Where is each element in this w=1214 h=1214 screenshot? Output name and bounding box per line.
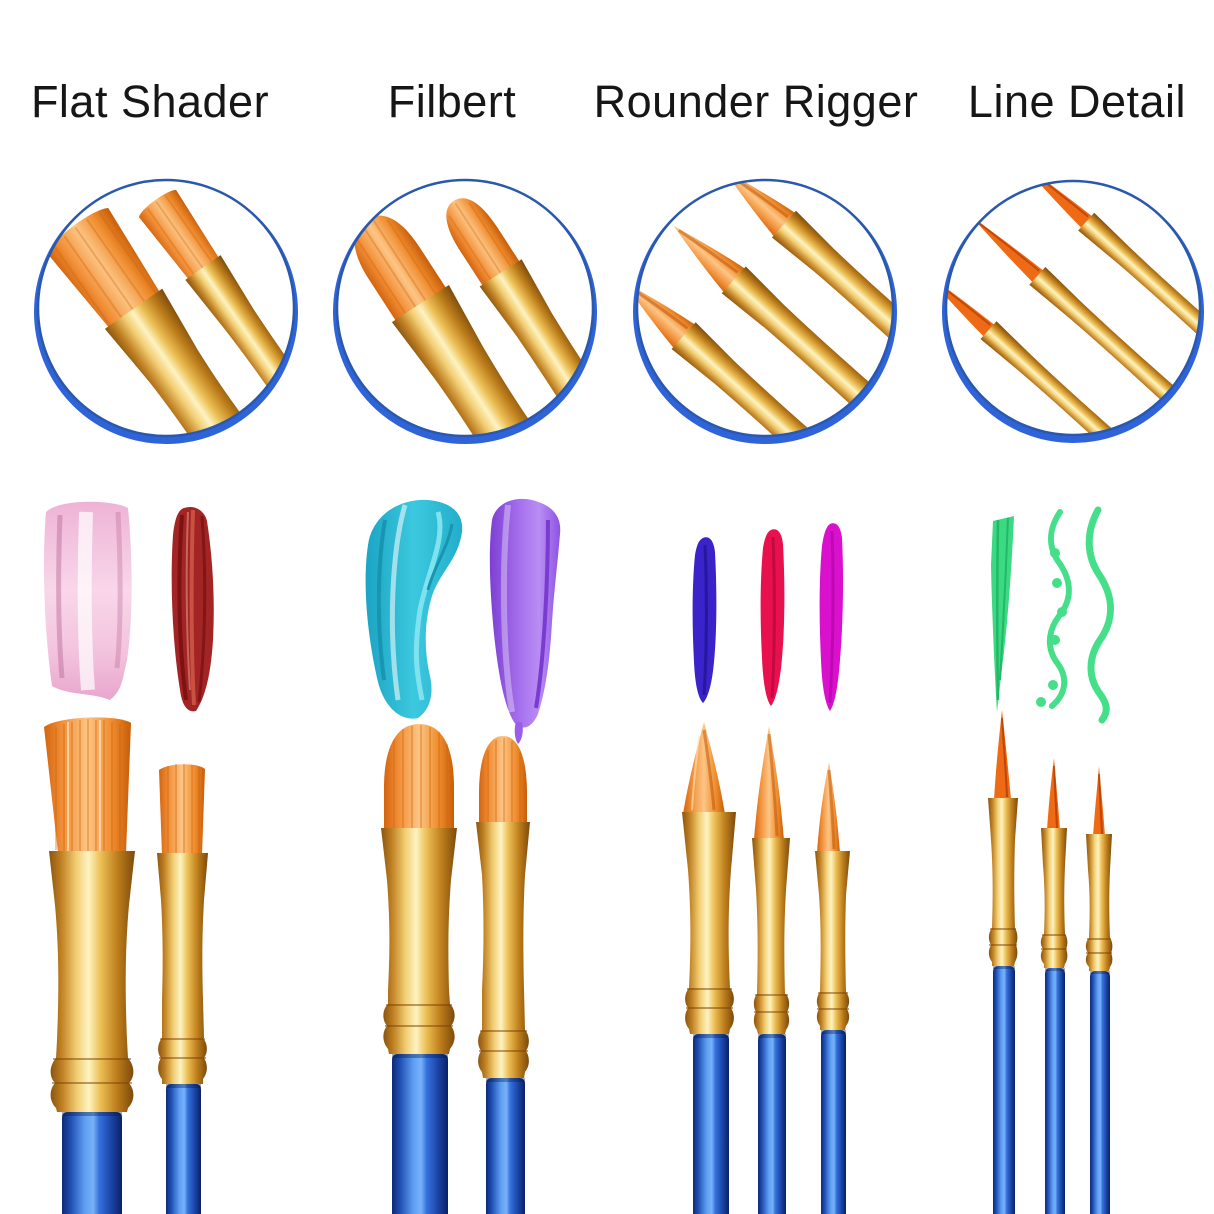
title-rounder-rigger: Rounder Rigger bbox=[593, 76, 919, 127]
brush-handle bbox=[693, 1034, 729, 1214]
brush-ferrule-crimp bbox=[158, 1038, 207, 1084]
brush-handle bbox=[993, 966, 1015, 1214]
liner-brush-medium bbox=[1040, 758, 1068, 1214]
brush-ferrule-crimp bbox=[753, 994, 790, 1034]
paint-swatch-blue-violet bbox=[692, 537, 717, 703]
paint-swatch-green-taper bbox=[991, 516, 1014, 712]
brush-ferrule bbox=[157, 853, 208, 1038]
brush-handle bbox=[821, 1030, 846, 1214]
brush-handle bbox=[392, 1054, 448, 1214]
brush-handle bbox=[1090, 971, 1110, 1214]
brush-handle bbox=[486, 1078, 525, 1214]
flat-shader-detail-circle bbox=[34, 178, 298, 444]
flat-shader-swatches bbox=[44, 501, 214, 712]
title-flat-shader: Flat Shader bbox=[30, 76, 270, 127]
brush-bristles bbox=[479, 736, 527, 824]
brush-ferrule bbox=[1086, 834, 1112, 938]
paint-swatch-green-wavy-dotted bbox=[1036, 509, 1072, 709]
filbert-swatches bbox=[365, 498, 561, 744]
brush-bristles bbox=[44, 717, 131, 853]
rounder-rigger-brushes bbox=[682, 722, 850, 1214]
brush-bristles bbox=[159, 764, 205, 855]
brush-handle bbox=[62, 1112, 122, 1214]
brush-ferrule-crimp bbox=[1085, 938, 1113, 971]
brush-ferrule-crimp bbox=[50, 1058, 134, 1112]
brush-ferrule-crimp bbox=[816, 992, 850, 1030]
liner-brush-small bbox=[1085, 766, 1113, 1214]
flat-brush-small bbox=[157, 764, 208, 1214]
title-filbert: Filbert bbox=[387, 76, 517, 127]
circle-ring bbox=[36, 178, 296, 438]
circle-ring bbox=[335, 178, 595, 438]
filbert-brushes bbox=[381, 724, 530, 1214]
brush-ferrule-crimp bbox=[685, 988, 734, 1034]
paint-swatch-green-wavy bbox=[1085, 506, 1114, 724]
filbert-brush-small bbox=[476, 736, 530, 1214]
brush-ferrule-crimp bbox=[478, 1030, 529, 1078]
paint-swatch-teal bbox=[365, 499, 463, 719]
brush-ferrule bbox=[381, 828, 457, 1004]
title-line-detail: Line Detail bbox=[967, 76, 1187, 127]
brush-ferrule bbox=[815, 851, 850, 992]
circle-ring bbox=[635, 178, 895, 438]
brush-ferrule-crimp bbox=[988, 928, 1018, 966]
brush-ferrule bbox=[682, 812, 736, 988]
rounder-rigger-detail-circle bbox=[633, 178, 897, 444]
line-detail-detail-circle bbox=[942, 179, 1204, 443]
brush-ferrule-crimp bbox=[1040, 934, 1068, 968]
brush-handle bbox=[166, 1084, 201, 1214]
paint-swatch-dark-red bbox=[171, 506, 214, 712]
paint-swatch-magenta bbox=[819, 523, 844, 711]
round-brush-small bbox=[815, 762, 850, 1214]
liner-brush-large bbox=[988, 710, 1018, 1214]
filbert-brush-large bbox=[381, 724, 457, 1214]
line-detail-swatches bbox=[991, 506, 1114, 724]
rounder-rigger-zoom-brushes bbox=[638, 181, 892, 435]
brush-ferrule-crimp bbox=[383, 1004, 455, 1054]
rounder-rigger-swatches bbox=[692, 523, 844, 711]
brush-ferrule bbox=[476, 822, 530, 1030]
flat-shader-brushes bbox=[44, 717, 208, 1214]
brush-handle bbox=[758, 1034, 786, 1214]
paint-swatch-crimson bbox=[760, 529, 785, 706]
flat-brush-large bbox=[44, 717, 135, 1214]
brush-bristles bbox=[384, 724, 454, 830]
brush-ferrule bbox=[1041, 828, 1067, 934]
line-detail-brushes bbox=[988, 710, 1113, 1214]
brush-ferrule bbox=[49, 851, 135, 1058]
filbert-detail-circle bbox=[333, 178, 597, 444]
brush-handle bbox=[1045, 968, 1065, 1214]
round-brush-large bbox=[682, 722, 736, 1214]
round-brush-medium bbox=[752, 726, 790, 1214]
circle-ring bbox=[944, 179, 1202, 437]
brush-ferrule bbox=[752, 838, 790, 994]
brush-ferrule bbox=[988, 798, 1018, 928]
paint-swatch-purple bbox=[489, 498, 561, 744]
